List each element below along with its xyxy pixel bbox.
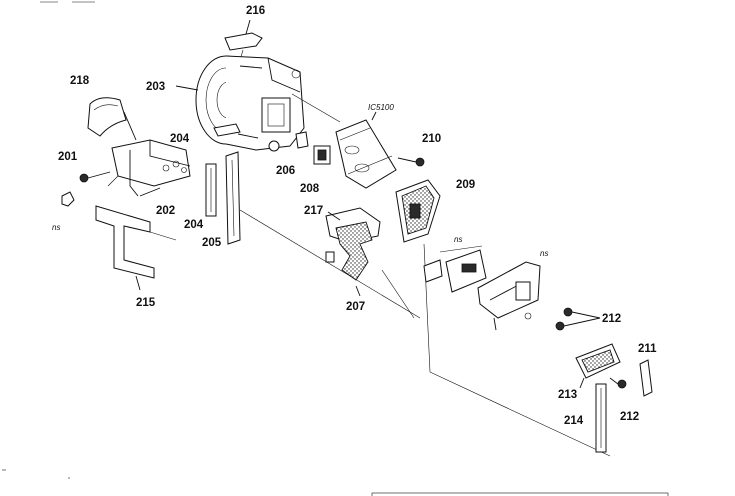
part-ns-clip-left — [61, 191, 75, 207]
part-213-board — [575, 343, 621, 389]
part-203-drum-assembly — [175, 55, 305, 152]
label-207: 207 — [346, 301, 365, 313]
label-217: 217 — [304, 205, 323, 217]
label-212-lower: 212 — [620, 411, 639, 423]
part-210-screw — [397, 157, 425, 167]
label-214: 214 — [564, 415, 584, 427]
label-ic5100: IC5100 — [368, 103, 394, 112]
label-204-lower: 204 — [184, 219, 204, 231]
part-208-socket — [313, 145, 331, 165]
part-ns-shield-center — [423, 249, 487, 293]
label-209: 209 — [456, 179, 475, 191]
label-212-upper: 212 — [602, 313, 621, 325]
part-204-strip-upper — [213, 123, 241, 137]
part-212-screw-b — [609, 377, 627, 389]
part-207-flex-cable — [325, 221, 373, 297]
part-209-ccd-block — [395, 179, 441, 243]
label-ns-center: ns — [454, 235, 462, 244]
part-202-bracket — [107, 139, 191, 197]
part-216-plate — [224, 19, 263, 61]
part-214-flex-strip — [595, 383, 607, 453]
label-201: 201 — [58, 151, 78, 163]
label-205: 205 — [202, 237, 222, 249]
label-ns-right: ns — [540, 249, 548, 258]
label-210: 210 — [422, 133, 441, 145]
part-204-strip-lower — [205, 163, 217, 217]
part-ic5100-board — [335, 111, 397, 189]
label-216: 216 — [246, 5, 265, 17]
label-218: 218 — [70, 75, 90, 87]
part-211-strip — [639, 359, 653, 397]
part-right-bracket — [477, 261, 541, 331]
label-213: 213 — [558, 389, 577, 401]
label-208: 208 — [300, 183, 320, 195]
label-ns-left: ns — [52, 223, 60, 232]
label-203: 203 — [146, 81, 165, 93]
part-218-shield — [87, 97, 137, 141]
part-206-chip — [295, 131, 309, 149]
part-212-screw-a — [555, 307, 601, 331]
part-201-screw — [79, 171, 111, 183]
part-205-flex-strip — [225, 151, 421, 319]
label-202: 202 — [156, 205, 175, 217]
label-204-upper: 204 — [170, 133, 190, 145]
guide-lines — [291, 93, 611, 457]
label-215: 215 — [136, 297, 156, 309]
part-215-flex-cable — [95, 205, 177, 291]
label-211: 211 — [638, 343, 657, 355]
label-206: 206 — [276, 165, 295, 177]
bottom-frame — [2, 469, 669, 496]
